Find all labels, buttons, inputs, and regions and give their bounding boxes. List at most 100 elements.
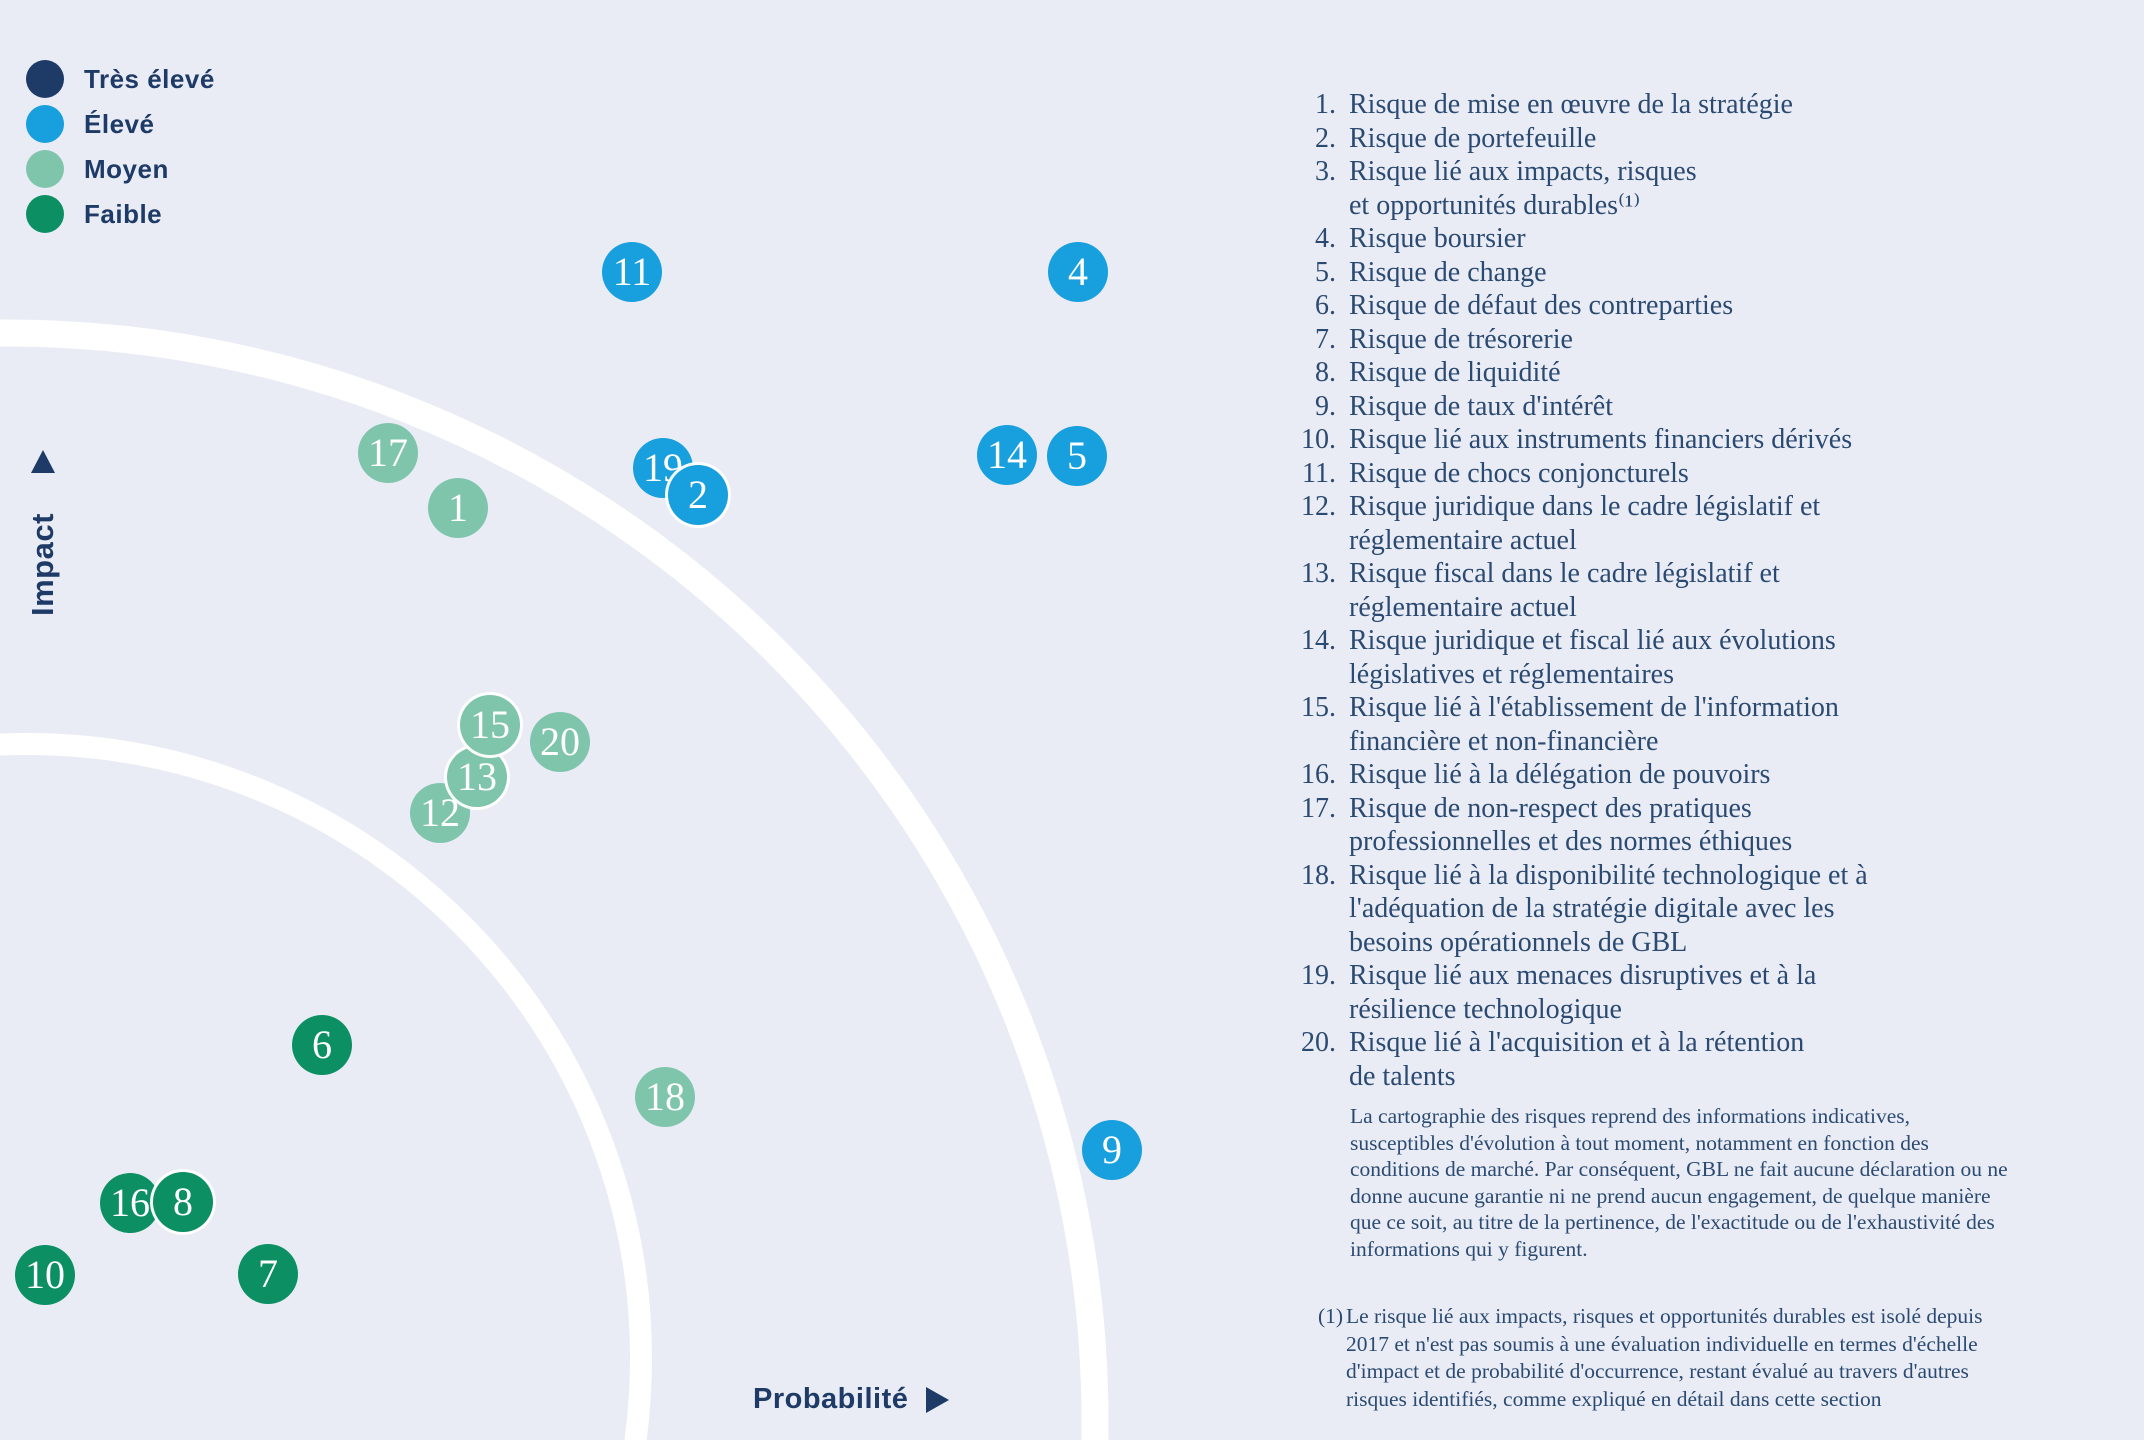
risk-list-number: 13. <box>1301 558 1336 589</box>
legend: Très élevé Élevé Moyen Faible <box>26 60 215 240</box>
risk-list-number: 19. <box>1301 960 1336 991</box>
risk-list-item: 17. Risque de non-respect des pratiques p… <box>1300 792 2000 859</box>
risk-list-number: 4. <box>1315 223 1336 254</box>
legend-label: Très élevé <box>84 63 215 94</box>
risk-list-text: Risque lié aux menaces disruptives et à … <box>1349 960 1817 1025</box>
risk-list-number: 1. <box>1315 89 1336 120</box>
probability-axis-label: Probabilité <box>753 1383 909 1415</box>
legend-dot-faible <box>26 195 64 233</box>
arrow-up-icon <box>31 450 55 473</box>
risk-bubble-8: 8 <box>153 1172 213 1232</box>
risk-list-item: 2. Risque de portefeuille <box>1300 122 2000 156</box>
risk-list-text: Risque lié aux impacts, risques et oppor… <box>1349 156 1697 221</box>
legend-item-moyen: Moyen <box>26 150 215 188</box>
risk-list-item: 1. Risque de mise en œuvre de la stratégi… <box>1300 88 2000 122</box>
risk-list-text: Risque de liquidité <box>1349 357 1561 388</box>
risk-list-number: 16. <box>1301 759 1336 790</box>
risk-list-item: 9. Risque de taux d'intérêt <box>1300 390 2000 424</box>
risk-list-text: Risque de défaut des contreparties <box>1349 290 1734 321</box>
risk-list-item: 5. Risque de change <box>1300 256 2000 290</box>
impact-axis-label: Impact <box>25 513 60 617</box>
risk-bubble-7: 7 <box>238 1244 298 1304</box>
risk-bubble-9: 9 <box>1082 1120 1142 1180</box>
risk-list-item: 18. Risque lié à la disponibilité technol… <box>1300 859 2000 960</box>
legend-label: Faible <box>84 198 163 229</box>
risk-list-text: Risque juridique dans le cadre législati… <box>1349 491 1821 556</box>
risk-list-item: 12. Risque juridique dans le cadre législ… <box>1300 490 2000 557</box>
risk-list-number: 18. <box>1301 859 1336 891</box>
risk-list-text: Risque de non-respect des pratiques prof… <box>1349 792 1793 858</box>
risk-bubble-20: 20 <box>530 712 590 772</box>
risk-list-item: 19. Risque lié aux menaces disruptives et… <box>1300 959 2000 1026</box>
risk-list-text: Risque lié à la disponibilité technologi… <box>1349 859 1868 958</box>
risk-list-text: Risque de taux d'intérêt <box>1349 390 1613 422</box>
risk-list-text: Risque lié à l'établissement de l'inform… <box>1349 692 1839 757</box>
risk-list-item: 10. Risque lié aux instruments financiers… <box>1300 423 2000 457</box>
risk-bubble-16: 16 <box>100 1173 160 1233</box>
probability-axis: Probabilité <box>753 1383 950 1416</box>
risk-bubble-11: 11 <box>602 242 662 302</box>
risk-list-number: 17. <box>1301 792 1336 824</box>
legend-item-eleve: Élevé <box>26 105 215 143</box>
risk-list-item: 6. Risque de défaut des contreparties <box>1300 289 2000 323</box>
risk-list-text: Risque lié aux instruments financiers dé… <box>1349 424 1853 455</box>
risk-list-item: 8. Risque de liquidité <box>1300 356 2000 390</box>
risk-list-item: 16. Risque lié à la délégation de pouvoir… <box>1300 758 2000 792</box>
risk-list-number: 9. <box>1315 390 1336 422</box>
legend-item-tres-eleve: Très élevé <box>26 60 215 98</box>
footnote-text: Le risque lié aux impacts, risques et op… <box>1346 1304 1983 1411</box>
legend-dot-eleve <box>26 105 64 143</box>
footnote-marker: (1) <box>1318 1304 1344 1328</box>
risk-list-text: Risque de change <box>1349 256 1547 288</box>
risk-list-item: 20. Risque lié à l'acquisition et à la ré… <box>1300 1026 2000 1093</box>
risk-bubble-13: 13 <box>447 747 507 807</box>
risk-list-text: Risque de mise en œuvre de la stratégie <box>1349 89 1793 120</box>
risk-list-number: 5. <box>1315 256 1336 288</box>
risk-list-number: 7. <box>1315 323 1336 355</box>
risk-list-item: 3. Risque lié aux impacts, risques et opp… <box>1300 155 2000 222</box>
legend-dot-moyen <box>26 150 64 188</box>
risk-list-text: Risque fiscal dans le cadre législatif e… <box>1349 558 1780 623</box>
risk-bubble-17: 17 <box>358 423 418 483</box>
risk-list-text: Risque lié à l'acquisition et à la réten… <box>1349 1027 1805 1092</box>
risk-list-number: 20. <box>1301 1027 1336 1058</box>
impact-axis: Impact <box>24 450 62 635</box>
risk-bubble-6: 6 <box>292 1015 352 1075</box>
risk-list-item: 4. Risque boursier <box>1300 222 2000 256</box>
arrow-right-icon <box>926 1386 950 1413</box>
risk-list-text: Risque de chocs conjoncturels <box>1349 457 1689 489</box>
risk-list-number: 14. <box>1301 625 1336 656</box>
risk-bubble-15: 15 <box>460 695 520 755</box>
legend-dot-tres-eleve <box>26 60 64 98</box>
risk-bubble-1: 1 <box>428 478 488 538</box>
risk-bubble-5: 5 <box>1047 426 1107 486</box>
inner-zone-arc <box>0 733 652 1440</box>
risk-list-number: 10. <box>1301 424 1336 455</box>
risk-list-text: Risque de portefeuille <box>1349 122 1597 154</box>
risk-list-number: 11. <box>1302 457 1336 489</box>
risk-list-text: Risque juridique et fiscal lié aux évolu… <box>1349 625 1836 690</box>
risk-list-number: 2. <box>1315 122 1336 154</box>
risk-list-number: 12. <box>1301 491 1336 522</box>
risk-list-number: 6. <box>1315 290 1336 321</box>
risk-list-number: 3. <box>1315 156 1336 187</box>
risk-bubble-2: 2 <box>668 465 728 525</box>
disclaimer-text: La cartographie des risques reprend des … <box>1350 1104 2008 1261</box>
footnote: (1) Le risque lié aux impacts, risques e… <box>1318 1303 2008 1413</box>
legend-item-faible: Faible <box>26 195 215 233</box>
risk-list-number: 8. <box>1315 357 1336 388</box>
risk-list-item: 7.Risque de trésorerie <box>1300 323 2000 357</box>
risk-list: 1. Risque de mise en œuvre de la stratégi… <box>1300 88 2000 1093</box>
risk-list-text: Risque boursier <box>1349 223 1526 254</box>
risk-list-item: 14. Risque juridique et fiscal lié aux év… <box>1300 624 2000 691</box>
risk-list-item: 15.Risque lié à l'établissement de l'inf… <box>1300 691 2000 758</box>
legend-label: Moyen <box>84 153 169 184</box>
risk-bubble-10: 10 <box>15 1245 75 1305</box>
risk-list-item: 11. Risque de chocs conjoncturels <box>1300 457 2000 491</box>
outer-zone-arc <box>0 319 1109 1440</box>
risk-bubble-4: 4 <box>1048 242 1108 302</box>
risk-bubble-18: 18 <box>635 1067 695 1127</box>
legend-label: Élevé <box>84 108 155 139</box>
risk-list-text: Risque lié à la délégation de pouvoirs <box>1349 759 1771 790</box>
